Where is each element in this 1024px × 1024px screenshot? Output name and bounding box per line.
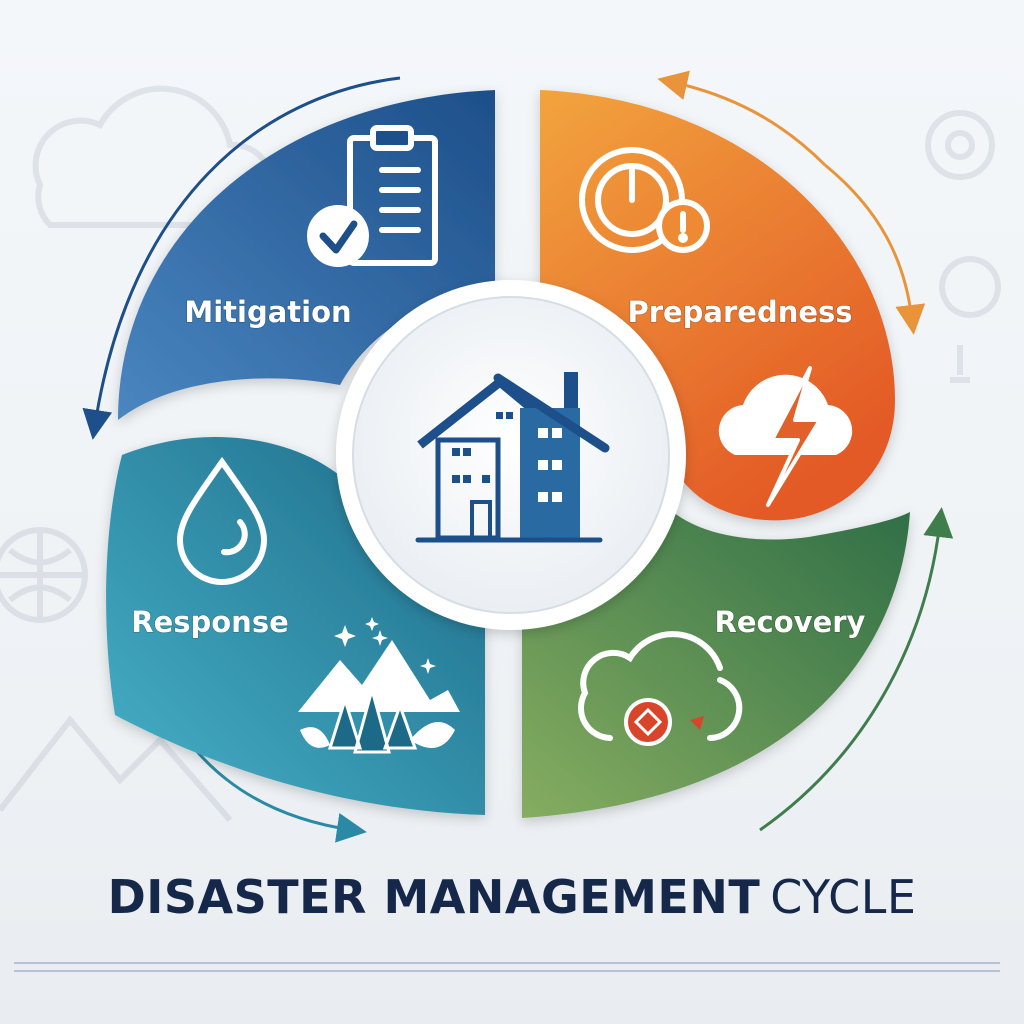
mountain-forest-icon <box>298 617 460 754</box>
alarm-clock-icon <box>579 147 710 253</box>
arrow-preparedness-right <box>824 163 926 335</box>
cloud-recycle-icon <box>578 631 743 746</box>
clipboard-check-icon <box>307 125 438 267</box>
arrow-recovery <box>759 507 954 832</box>
cycle-arrows <box>82 70 954 843</box>
mountain-icon <box>0 715 233 822</box>
arrow-preparedness-top <box>657 70 827 167</box>
title-main: DISASTER MANAGEMENT <box>107 870 761 924</box>
phase-label-mitigation: Mitigation <box>184 295 351 329</box>
house-building-icon <box>415 372 610 543</box>
phase-label-recovery: Recovery <box>715 605 866 639</box>
divider-line <box>14 970 1000 972</box>
water-drop-icon <box>176 456 268 585</box>
lightbulb-icon <box>939 256 1002 383</box>
globe-icon <box>0 527 88 623</box>
title-thin: CYCLE <box>770 870 917 924</box>
center-hub <box>336 280 686 630</box>
gear-icon <box>925 110 995 180</box>
segment-response <box>106 436 485 815</box>
phase-label-response: Response <box>131 605 289 639</box>
phase-label-preparedness: Preparedness <box>627 295 852 329</box>
divider-line <box>14 962 1000 964</box>
arrow-mitigation <box>82 76 401 440</box>
storm-cloud-lightning-icon <box>718 366 853 507</box>
